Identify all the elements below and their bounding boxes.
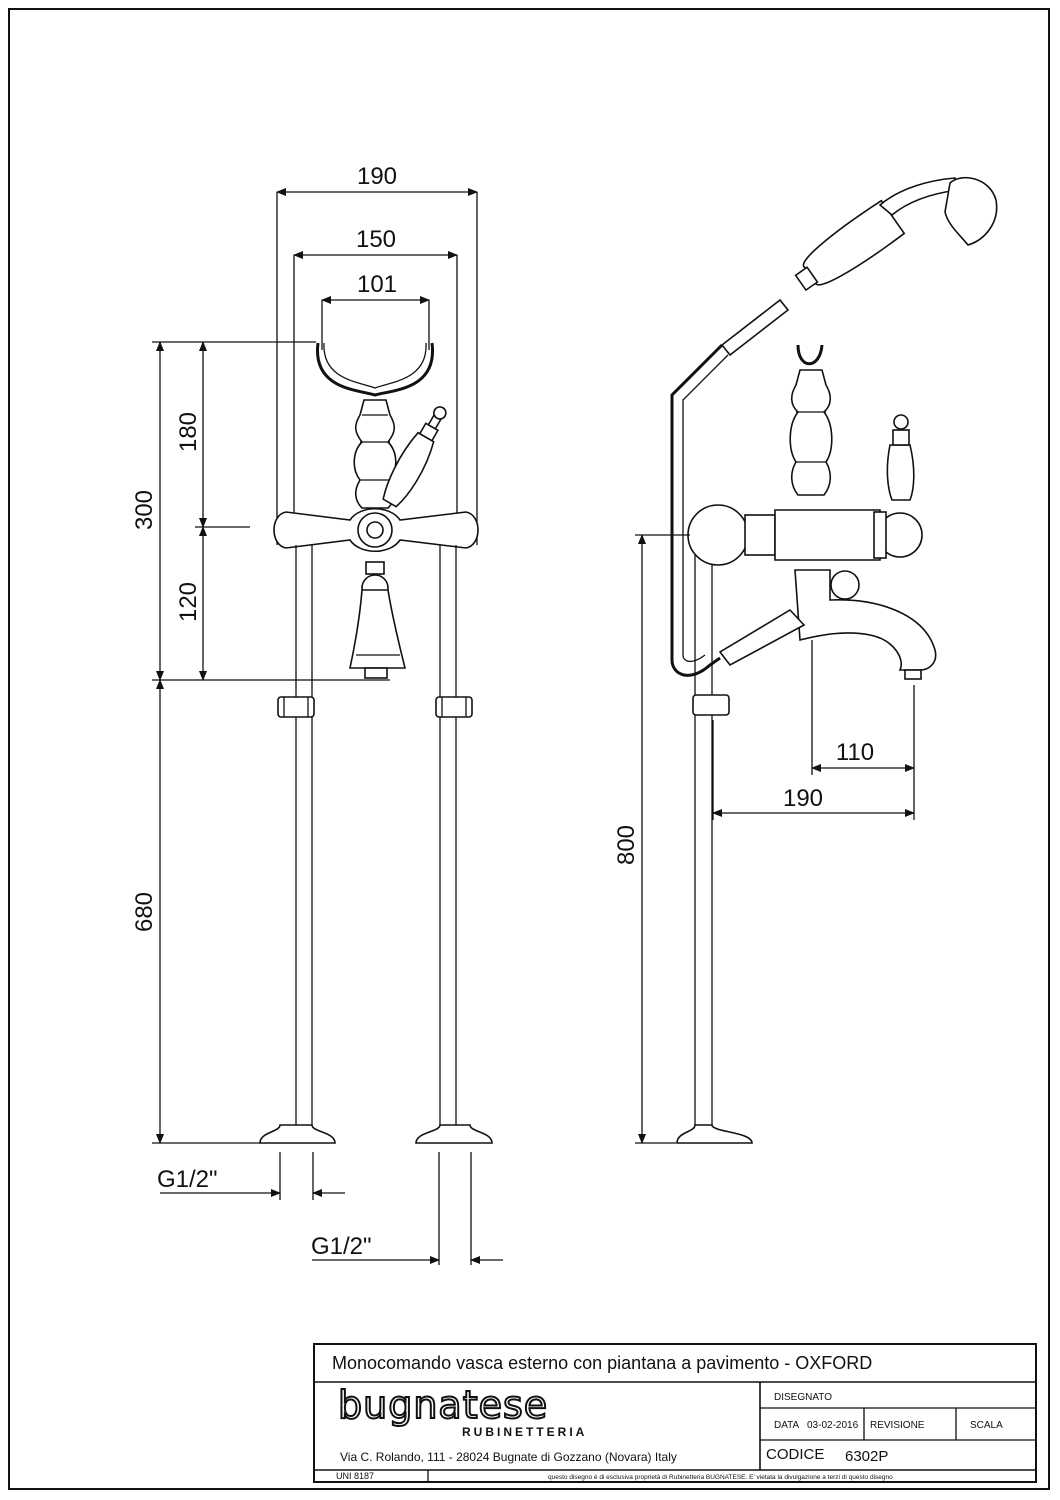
front-view: 190 150 101 300 180 120 680 <box>131 163 503 1265</box>
side-view: 800 110 190 <box>613 176 998 1144</box>
company-logo: bugnatese <box>338 1383 548 1427</box>
title-block: Monocomando vasca esterno con piantana a… <box>313 1343 1037 1483</box>
company-address: Via C. Rolando, 111 - 28024 Bugnate di G… <box>340 1450 677 1464</box>
date-label: DATA <box>774 1420 800 1431</box>
dim-height-300: 300 <box>131 490 158 530</box>
disclaimer-text: questo disegno è di esclusiva proprietà … <box>548 1474 893 1481</box>
drawing-title: Monocomando vasca esterno con piantana a… <box>332 1353 872 1373</box>
drawing-frame <box>8 8 1050 1490</box>
dim-height-120: 120 <box>175 582 202 622</box>
date-value: 03-02-2016 <box>807 1420 859 1431</box>
scale-label: SCALA <box>970 1420 1003 1431</box>
standard-label: UNI 8187 <box>336 1471 374 1481</box>
code-label: CODICE <box>766 1446 824 1463</box>
dim-height-800: 800 <box>613 825 640 865</box>
dim-height-680: 680 <box>131 892 158 932</box>
dim-thread-right: G1/2" <box>311 1233 372 1260</box>
dim-width-101: 101 <box>357 271 397 298</box>
dim-height-180: 180 <box>175 412 202 452</box>
dim-thread-left: G1/2" <box>157 1166 218 1193</box>
drawn-label: DISEGNATO <box>774 1392 832 1403</box>
dim-width-190: 190 <box>357 163 397 190</box>
dim-width-150: 150 <box>356 226 396 253</box>
company-logo-subtitle: RUBINETTERIA <box>462 1425 587 1439</box>
code-value: 6302P <box>845 1448 888 1465</box>
dim-reach-110: 110 <box>836 739 874 766</box>
revision-label: REVISIONE <box>870 1420 925 1431</box>
dim-reach-190: 190 <box>783 785 823 812</box>
